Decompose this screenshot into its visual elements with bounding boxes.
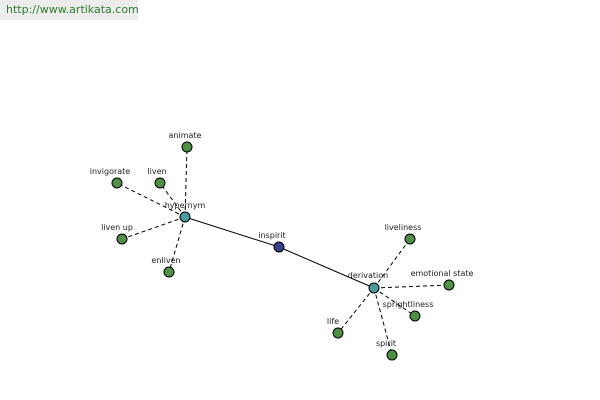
node-hypernym[interactable]	[179, 211, 191, 223]
node-derivation[interactable]	[368, 282, 380, 294]
node-label-derivation[interactable]: derivation	[348, 271, 388, 280]
edge-hypernym-enliven	[168, 216, 186, 273]
node-liven[interactable]	[154, 177, 166, 189]
edge-derivation-sprightliness	[373, 287, 416, 317]
node-label-sprightliness[interactable]: sprightliness	[383, 300, 434, 309]
node-label-life[interactable]: life	[327, 317, 339, 326]
node-label-hypernym[interactable]: hypernym	[165, 201, 206, 210]
node-label-liven[interactable]: liven	[147, 167, 166, 176]
node-label-animate[interactable]: animate	[169, 131, 202, 140]
node-label-inspirit[interactable]: inspirit	[258, 231, 285, 240]
edges-layer	[116, 146, 450, 356]
node-life[interactable]	[332, 327, 344, 339]
edge-derivation-spirit	[373, 287, 393, 356]
node-label-invigorate[interactable]: invigorate	[90, 167, 131, 176]
node-label-emotional-state[interactable]: emotional state	[411, 269, 474, 278]
node-invigorate[interactable]	[111, 177, 123, 189]
labels-layer: inspirit hypernym derivation animate invigor…	[90, 131, 474, 348]
edge-derivation-life	[337, 287, 375, 334]
edge-inspirit-hypernym	[184, 216, 280, 248]
node-animate[interactable]	[181, 141, 193, 153]
edge-derivation-liveliness	[373, 238, 411, 289]
node-sprightliness[interactable]	[409, 310, 421, 322]
edge-hypernym-liven	[159, 182, 186, 218]
node-spirit[interactable]	[386, 349, 398, 361]
node-enliven[interactable]	[163, 266, 175, 278]
node-label-enliven[interactable]: enliven	[151, 256, 180, 265]
node-label-liveliness[interactable]: liveliness	[385, 223, 422, 232]
node-liven-up[interactable]	[116, 233, 128, 245]
node-inspirit[interactable]	[273, 241, 285, 253]
edge-hypernym-invigorate	[116, 182, 186, 218]
node-label-spirit[interactable]: spirit	[376, 339, 396, 348]
edge-hypernym-animate	[184, 146, 188, 218]
node-emotional-state[interactable]	[443, 279, 455, 291]
edge-inspirit-derivation	[278, 246, 375, 289]
node-label-liven-up[interactable]: liven up	[101, 223, 133, 232]
edge-derivation-emotional-state	[373, 284, 450, 289]
node-liveliness[interactable]	[404, 233, 416, 245]
site-url-banner[interactable]: http://www.artikata.com	[0, 0, 139, 20]
nodes-layer	[111, 141, 455, 361]
